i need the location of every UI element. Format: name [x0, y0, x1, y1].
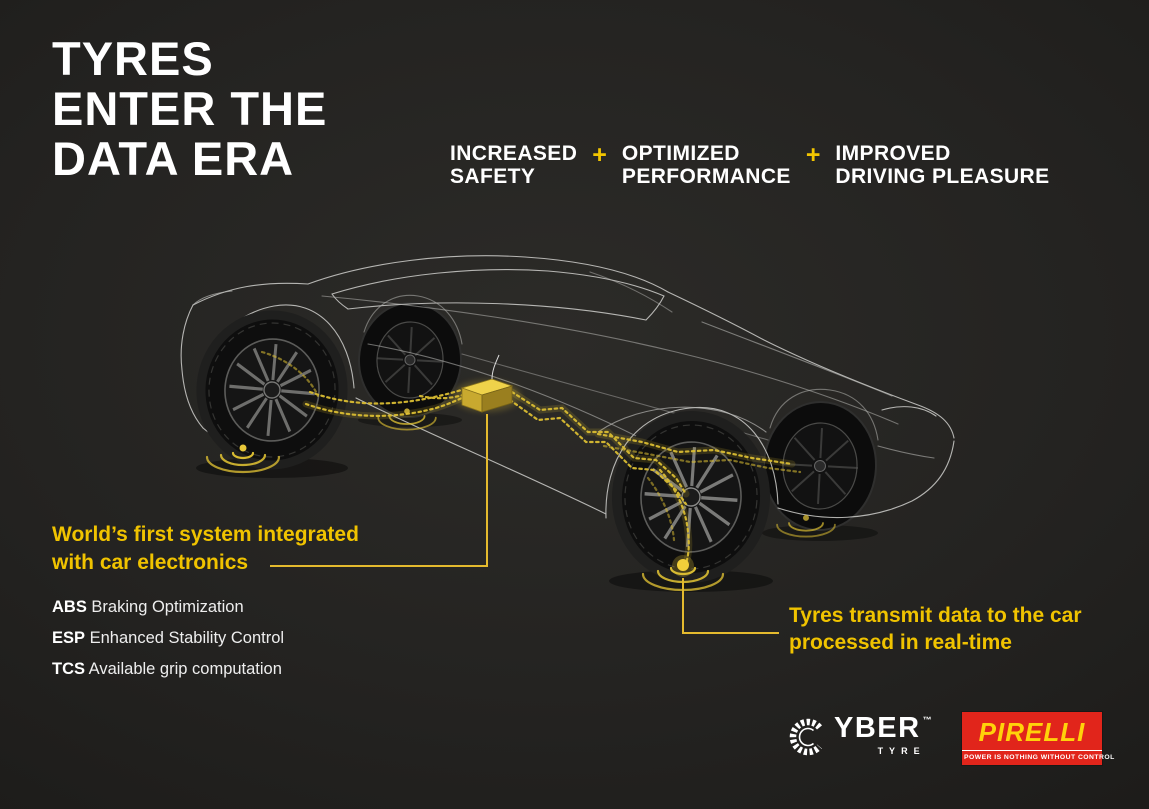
- tyre-rear-far: [357, 302, 463, 418]
- feature-abbr: TCS: [52, 660, 85, 679]
- callout-right-title-line: Tyres transmit data to the car: [789, 604, 1082, 627]
- callout-line-left: [270, 414, 488, 567]
- benefit-optimized-performance: OPTIMIZED PERFORMANCE: [622, 142, 791, 188]
- feature-abbr: ABS: [52, 598, 87, 617]
- benefit-improved-driving-pleasure: IMPROVED DRIVING PLEASURE: [835, 142, 1049, 188]
- tyre-rear-left: [196, 310, 348, 470]
- feature-esp: ESP Enhanced Stability Control: [52, 629, 359, 648]
- tyre-c-icon: [789, 718, 822, 756]
- title-line: ENTER THE: [52, 81, 328, 135]
- feature-desc: Enhanced Stability Control: [85, 629, 285, 648]
- callout-left-title-line: World’s first system integrated: [52, 523, 359, 546]
- plus-separator: +: [805, 141, 821, 169]
- benefit-line: PERFORMANCE: [621, 165, 791, 189]
- pirelli-logo: PIRELLI POWER IS NOTHING WITHOUT CONTROL: [962, 712, 1114, 765]
- plus-separator: +: [592, 141, 607, 169]
- callout-left: World’s first system integrated with car…: [52, 521, 359, 691]
- benefit-line: INCREASED: [450, 142, 578, 165]
- feature-desc: Available grip computation: [85, 660, 282, 679]
- callout-right-title-line: processed in real-time: [789, 630, 1012, 654]
- feature-abbr: ESP: [52, 629, 86, 648]
- feature-abs: ABS Braking Optimization: [52, 598, 359, 617]
- feature-tcs: TCS Available grip computation: [52, 660, 359, 679]
- sensor-arcs-front-far: [776, 514, 836, 538]
- title-line: TYRES: [52, 32, 214, 85]
- cyber-wordmark: YBER ™ TYRE: [834, 712, 932, 757]
- sensor-arcs-rear-far: [377, 408, 437, 431]
- benefit-line: SAFETY: [450, 165, 536, 189]
- page-title: TYRES ENTER THE DATA ERA: [52, 34, 327, 183]
- feature-list: ABS Braking Optimization ESP Enhanced St…: [52, 598, 359, 679]
- benefit-increased-safety: INCREASED SAFETY: [450, 142, 577, 188]
- callout-left-title: World’s first system integrated with car…: [52, 521, 359, 576]
- callout-left-title-line: with car electronics: [52, 550, 249, 574]
- benefit-line: IMPROVED: [835, 142, 951, 165]
- tyre-front-left: [611, 411, 771, 583]
- trademark-symbol: ™: [922, 715, 932, 725]
- title-line: DATA ERA: [52, 131, 295, 185]
- cyber-letters: YBER: [834, 712, 921, 744]
- callout-right: Tyres transmit data to the car processed…: [789, 603, 1082, 657]
- pirelli-wordmark: PIRELLI: [978, 717, 1086, 747]
- tyre-front-far: [762, 401, 878, 531]
- callout-lines: [270, 414, 779, 634]
- callout-line-right: [682, 578, 779, 634]
- pirelli-tagline: POWER IS NOTHING WITHOUT CONTROL: [962, 750, 1114, 765]
- benefits-strip: INCREASED SAFETY + OPTIMIZED PERFORMANCE…: [450, 142, 1050, 188]
- benefit-line: DRIVING PLEASURE: [835, 165, 1050, 189]
- cyber-sub-word: TYRE: [877, 746, 926, 756]
- feature-desc: Braking Optimization: [86, 598, 244, 617]
- cyber-tyre-logo: YBER ™ TYRE: [788, 714, 932, 760]
- sensor-arcs-rear-left: [205, 444, 281, 474]
- ecu-module: [453, 354, 521, 413]
- benefit-line: OPTIMIZED: [621, 142, 740, 165]
